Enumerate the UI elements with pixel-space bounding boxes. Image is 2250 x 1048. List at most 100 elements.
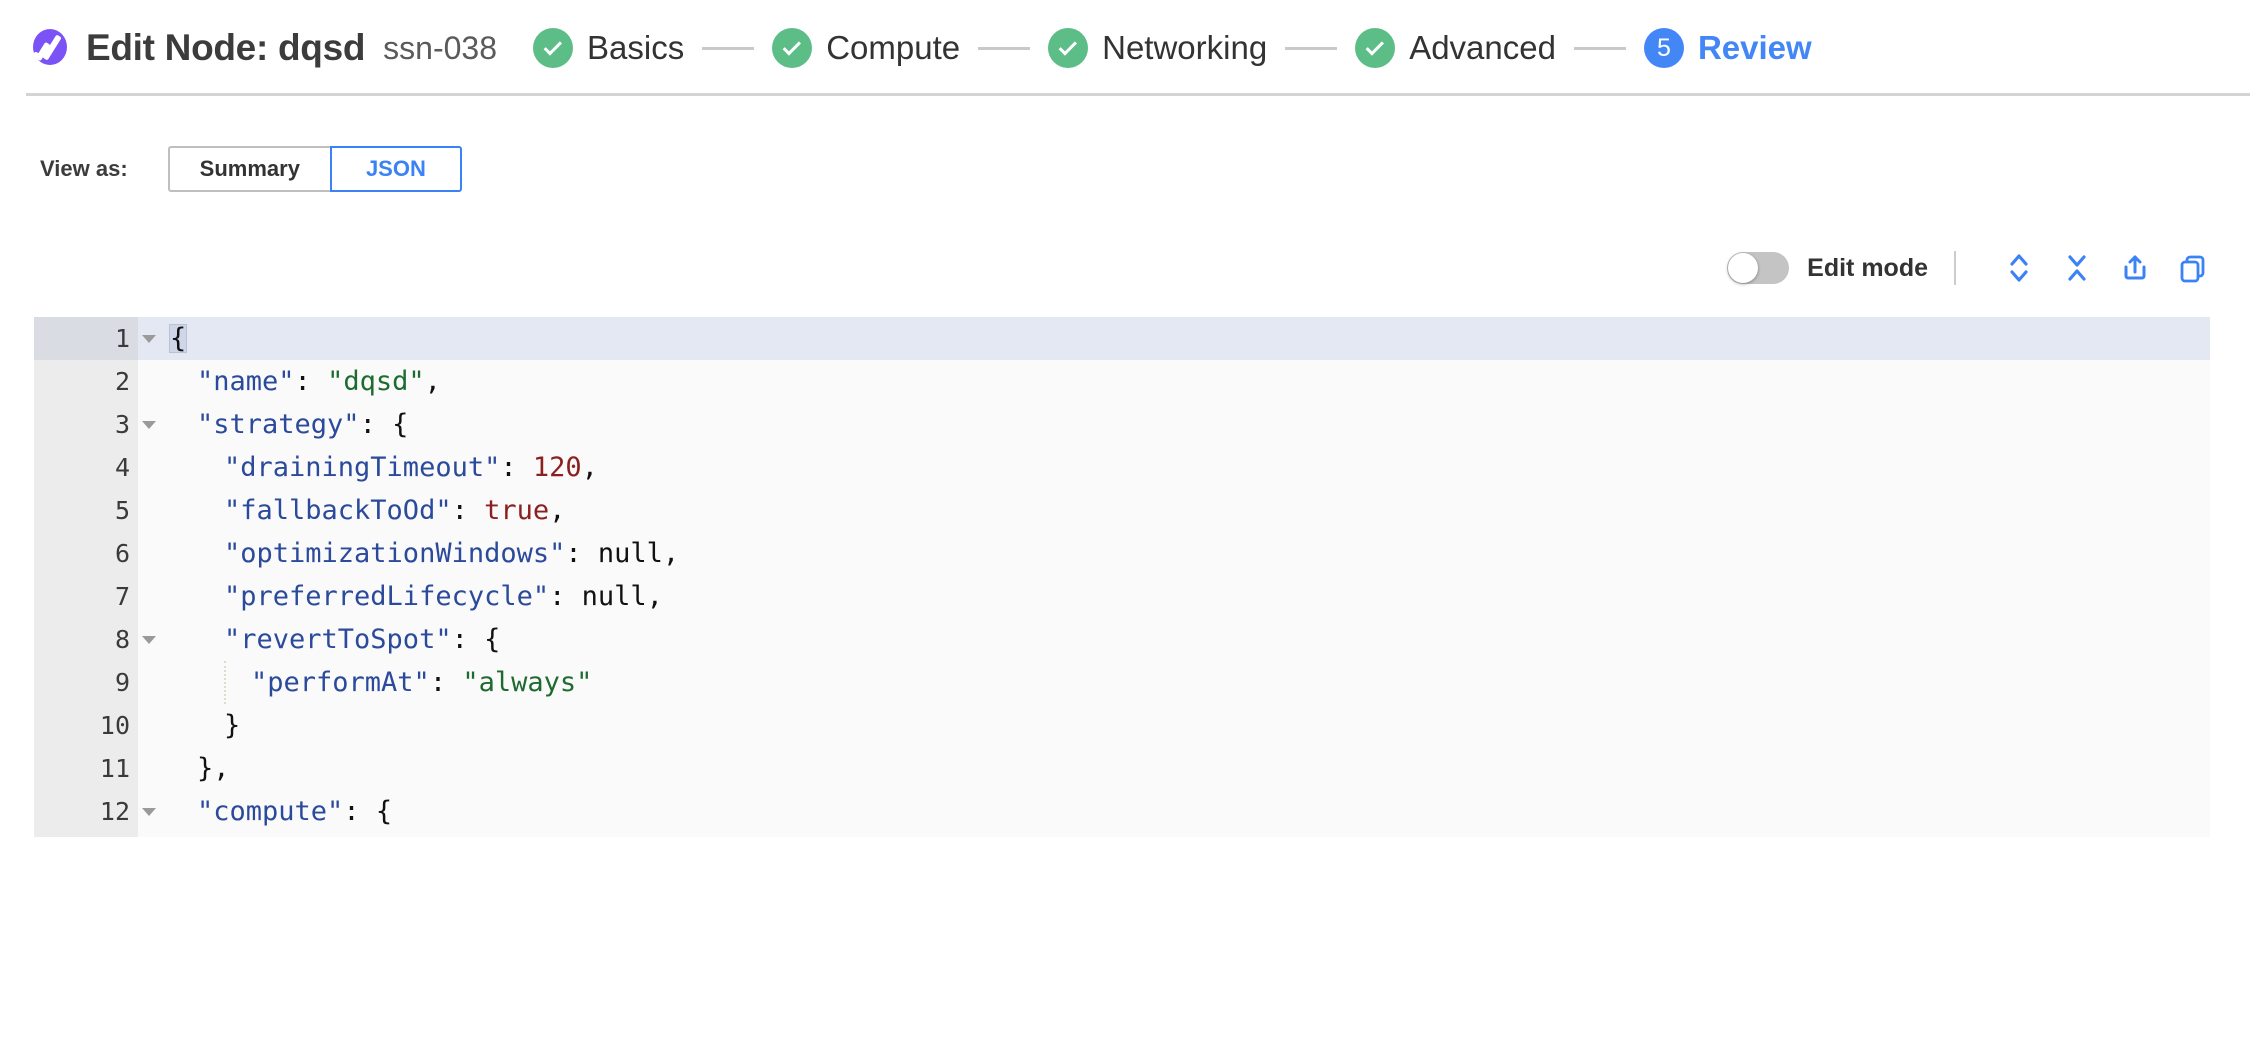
token-key: "compute" [197, 796, 344, 827]
token-punc: : { [343, 796, 393, 827]
line-number: 4 [114, 453, 130, 482]
token-bool: true [484, 495, 550, 526]
fold-spacer [138, 446, 160, 489]
fold-toggle-icon[interactable] [138, 403, 160, 446]
code-line[interactable]: 4"drainingTimeout": 120, [34, 446, 2210, 489]
step-check-icon [1048, 28, 1089, 68]
code-line[interactable]: 12 "compute": { [34, 790, 2210, 833]
token-punc: , [662, 538, 680, 569]
code-line[interactable]: 8"revertToSpot": { [34, 618, 2210, 661]
token-key: "optimizationWindows" [224, 538, 566, 569]
line-number: 10 [99, 711, 130, 740]
step-check-icon [772, 28, 813, 68]
token-punc: : [429, 667, 463, 698]
toolbar-separator [1954, 251, 1956, 285]
token-key: "revertToSpot" [224, 624, 452, 655]
step-label: Review [1697, 29, 1812, 66]
fold-spacer [138, 575, 160, 618]
step-connector [1285, 46, 1338, 50]
code-line[interactable]: 10} [34, 704, 2210, 747]
code-text: "performAt": "always" [160, 661, 2210, 704]
code-text: "strategy": { [160, 403, 2210, 446]
edit-mode-toggle-knob [1728, 253, 1759, 283]
code-line[interactable]: 13"vmSizes": { [34, 833, 2210, 837]
step-review[interactable]: 5 Review [1643, 28, 1812, 68]
token-str: "dqsd" [327, 366, 425, 397]
fold-toggle-icon[interactable] [138, 833, 160, 837]
copy-icon[interactable] [2172, 247, 2214, 289]
token-punc: : [549, 581, 582, 612]
fold-spacer [138, 360, 160, 403]
edit-mode-toggle[interactable] [1727, 252, 1790, 284]
view-as-option-json[interactable]: JSON [329, 146, 462, 192]
code-line[interactable]: 2"name": "dqsd", [34, 360, 2210, 403]
page-title: Edit Node: dqsd [86, 27, 366, 68]
line-number-gutter: 13 [34, 833, 138, 837]
token-str: "always" [462, 667, 593, 698]
step-label: Basics [587, 29, 685, 66]
line-number-gutter: 4 [34, 446, 138, 489]
view-as-label: View as: [40, 156, 128, 181]
token-punc: { [168, 323, 188, 354]
spot-logo-icon [26, 27, 68, 69]
code-line[interactable]: 5 "fallbackToOd": true, [34, 489, 2210, 532]
step-basics[interactable]: Basics [533, 28, 684, 68]
collapse-all-icon[interactable] [2056, 247, 2098, 289]
code-text: "compute": { [160, 790, 2210, 833]
token-punc: , [549, 495, 566, 526]
line-number: 12 [99, 797, 130, 826]
code-line[interactable]: 3 "strategy": { [34, 403, 2210, 446]
indent-guide [224, 661, 226, 704]
step-connector [702, 46, 755, 50]
line-number: 3 [114, 410, 130, 439]
token-punc: : [294, 366, 328, 397]
code-text: "fallbackToOd": true, [160, 489, 2210, 532]
token-punc: , [581, 452, 598, 483]
header-divider [26, 93, 2250, 96]
token-punc: : [500, 452, 533, 483]
line-number-gutter: 9 [34, 661, 138, 704]
code-line[interactable]: 1{ [34, 317, 2210, 360]
token-key: "strategy" [197, 409, 360, 440]
step-number-badge: 5 [1643, 28, 1684, 68]
line-number-gutter: 11 [34, 747, 138, 790]
line-number: 8 [114, 625, 130, 654]
code-line[interactable]: 11}, [34, 747, 2210, 790]
json-code-editor[interactable]: 1{2"name": "dqsd",3"strategy": {4"draini… [34, 317, 2210, 837]
code-text: } [160, 704, 2210, 747]
code-line[interactable]: 9 "performAt": "always" [34, 661, 2210, 704]
fold-toggle-icon[interactable] [138, 618, 160, 661]
code-text: "preferredLifecycle": null, [160, 575, 2210, 618]
code-line[interactable]: 6"optimizationWindows": null, [34, 532, 2210, 575]
code-line[interactable]: 7"preferredLifecycle": null, [34, 575, 2210, 618]
line-number: 9 [114, 668, 130, 697]
fold-spacer [138, 489, 160, 532]
share-export-icon[interactable] [2114, 247, 2156, 289]
step-compute[interactable]: Compute [772, 28, 960, 68]
line-number-gutter: 12 [34, 790, 138, 833]
fold-toggle-icon[interactable] [138, 317, 160, 360]
step-networking[interactable]: Networking [1048, 28, 1267, 68]
line-number-gutter: 6 [34, 532, 138, 575]
expand-all-icon[interactable] [1998, 247, 2040, 289]
line-number-gutter: 5 [34, 489, 138, 532]
editor-toolbar: Edit mode [0, 237, 2250, 299]
token-null: null [581, 581, 647, 612]
token-punc: } [224, 710, 241, 741]
step-advanced[interactable]: Advanced [1355, 28, 1556, 68]
fold-toggle-icon[interactable] [138, 790, 160, 833]
step-label: Advanced [1409, 29, 1556, 66]
code-text: "name": "dqsd", [160, 360, 2210, 403]
token-punc: : { [359, 409, 409, 440]
fold-spacer [138, 747, 160, 790]
line-number: 5 [114, 496, 130, 525]
code-text: { [160, 317, 2210, 360]
token-key: "performAt" [251, 667, 430, 698]
view-as-option-summary[interactable]: Summary [167, 146, 330, 192]
line-number: 6 [114, 539, 130, 568]
line-number-gutter: 10 [34, 704, 138, 747]
token-punc: : [565, 538, 598, 569]
